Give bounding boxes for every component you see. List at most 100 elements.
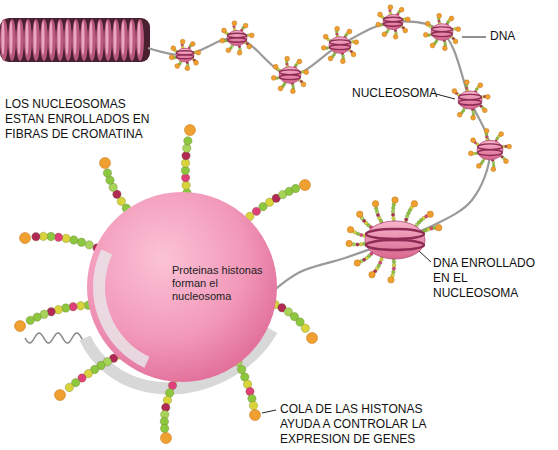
tail-end-ball bbox=[304, 70, 309, 75]
fiber-coil bbox=[80, 19, 88, 61]
fiber-coil bbox=[72, 19, 80, 61]
fiber-coil bbox=[16, 19, 24, 61]
tail-bead bbox=[291, 184, 299, 192]
tail-bead bbox=[85, 241, 93, 249]
dna-wrap bbox=[228, 33, 247, 37]
tail-bead bbox=[70, 236, 78, 244]
tail-bead bbox=[76, 302, 84, 310]
fiber-coil bbox=[136, 19, 144, 61]
nucleosome-disk bbox=[365, 221, 425, 259]
dna-coil bbox=[25, 333, 85, 343]
tail-end-ball bbox=[297, 59, 302, 64]
callout-label: NUCLEOSOMA bbox=[352, 86, 436, 101]
dna-wrap bbox=[228, 38, 247, 42]
fiber-highlight bbox=[113, 21, 116, 55]
fiber-coil bbox=[64, 19, 72, 61]
nucleosome-disk bbox=[227, 31, 247, 46]
tail-bead bbox=[392, 263, 396, 267]
tail-bead bbox=[183, 144, 191, 152]
tail-bead bbox=[472, 111, 475, 114]
tail-end-ball bbox=[185, 66, 190, 71]
tail-end-ball bbox=[346, 240, 352, 246]
tail-bead bbox=[237, 365, 245, 373]
fiber-core bbox=[0, 18, 150, 62]
tail-bead bbox=[69, 303, 77, 311]
tail-end-ball bbox=[222, 28, 227, 33]
fiber-highlight bbox=[25, 21, 28, 55]
small-nucleosome bbox=[271, 56, 308, 93]
tail-end-ball bbox=[436, 224, 442, 230]
fiber-highlight bbox=[81, 21, 84, 55]
tail-bead bbox=[359, 243, 363, 247]
fiber-coil bbox=[24, 19, 32, 61]
tail-end-ball bbox=[190, 42, 195, 47]
tail-end-ball bbox=[351, 52, 356, 57]
tail-end-ball bbox=[388, 5, 393, 10]
tail-end-ball bbox=[243, 23, 248, 28]
fiber-coil bbox=[0, 19, 8, 61]
tail-bead bbox=[241, 373, 249, 381]
dna-wrap bbox=[459, 100, 482, 105]
tail-end-ball bbox=[161, 433, 172, 444]
tail-end-ball bbox=[290, 89, 295, 94]
tail-end-ball bbox=[388, 277, 394, 283]
tail-bead bbox=[47, 232, 55, 240]
tail-bead bbox=[356, 243, 360, 247]
tail-end-ball bbox=[328, 56, 333, 61]
tail-end-ball bbox=[347, 29, 352, 34]
tail-end-ball bbox=[411, 201, 417, 207]
dna-wrap bbox=[432, 32, 453, 37]
tail-bead bbox=[62, 234, 70, 242]
tail-end-ball bbox=[194, 60, 199, 65]
fiber-coil bbox=[128, 19, 136, 61]
dna-wrap bbox=[366, 229, 424, 239]
tail-bead bbox=[392, 270, 396, 274]
small-nucleosome bbox=[452, 80, 490, 120]
dna-wrap bbox=[478, 150, 503, 156]
fiber-coil bbox=[56, 19, 64, 61]
tail-end-ball bbox=[403, 28, 408, 33]
dna-wrap bbox=[384, 22, 403, 26]
leader-line bbox=[436, 94, 455, 99]
fiber-highlight bbox=[121, 21, 124, 55]
dna-wrap bbox=[366, 240, 424, 250]
fiber-coil bbox=[88, 19, 96, 61]
dna-wrap bbox=[280, 75, 301, 80]
nucleosome-disk bbox=[176, 48, 194, 62]
fiber-coil bbox=[40, 19, 48, 61]
tail-end-ball bbox=[457, 112, 462, 117]
fiber-highlight bbox=[137, 21, 140, 55]
nucleosome-disk bbox=[329, 37, 351, 54]
dna-wrap-band bbox=[99, 252, 147, 362]
callout-label: COLA DE LAS HISTONAS AYUDA A CONTROLAR L… bbox=[280, 402, 440, 447]
tail-end-ball bbox=[232, 21, 237, 26]
tail-end-ball bbox=[354, 260, 360, 266]
tail-end-ball bbox=[491, 167, 496, 172]
fiber-highlight bbox=[1, 21, 4, 55]
fiber-highlight bbox=[17, 21, 20, 55]
tail-end-ball bbox=[249, 33, 254, 38]
tail-bead bbox=[392, 216, 396, 220]
fiber-highlight bbox=[73, 21, 76, 55]
tail-bead bbox=[391, 213, 395, 217]
tail-bead bbox=[62, 304, 70, 312]
tail-end-ball bbox=[423, 32, 428, 37]
fiber-highlight bbox=[105, 21, 108, 55]
tail-bead bbox=[392, 267, 396, 271]
tail-end-ball bbox=[369, 271, 375, 277]
tail-bead bbox=[391, 210, 395, 214]
tail-end-ball bbox=[392, 197, 398, 203]
tail-end-ball bbox=[449, 16, 454, 21]
tail-bead bbox=[184, 137, 192, 145]
tail-end-ball bbox=[430, 43, 435, 48]
tail-bead bbox=[77, 238, 85, 246]
dna-wrap bbox=[280, 70, 301, 75]
dna-wrap bbox=[330, 45, 351, 50]
fiber-coil bbox=[32, 19, 40, 61]
histone-ball: Proteinas histonas forman el nucleosoma bbox=[87, 192, 277, 382]
tail-bead bbox=[249, 401, 257, 409]
dna-wrap bbox=[459, 94, 482, 99]
dna-wrap bbox=[330, 40, 351, 45]
tail-bead bbox=[404, 218, 408, 222]
